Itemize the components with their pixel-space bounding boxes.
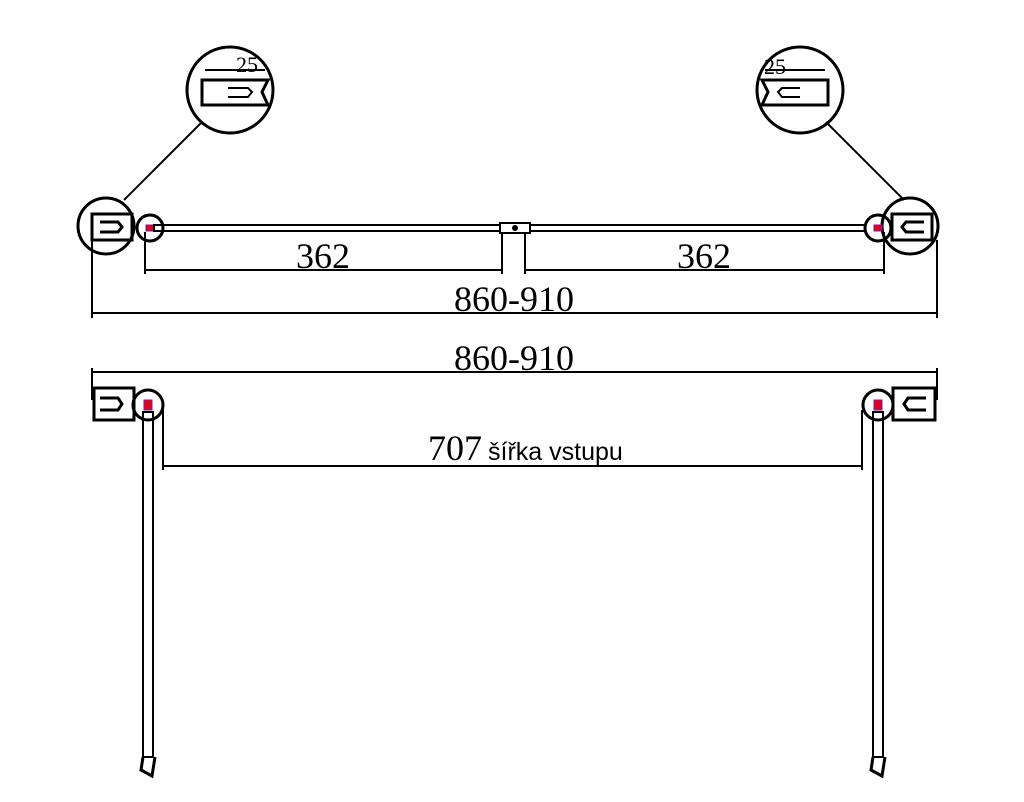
- wall-bracket-left-open: [92, 386, 136, 422]
- hinge-right-open: [861, 388, 895, 422]
- panel-right-width: 362: [677, 236, 731, 276]
- bottom-total-width: 860-910: [454, 338, 574, 378]
- hinge-left: [135, 213, 165, 243]
- detail-right: 25: [755, 45, 905, 201]
- panel-left-width: 362: [296, 236, 350, 276]
- entry-width-value: 707: [428, 428, 482, 468]
- detail-left-label: 25: [236, 52, 258, 77]
- center-joint: [499, 222, 531, 234]
- detail-left: 25: [123, 45, 275, 201]
- detail-right-label: 25: [764, 54, 786, 79]
- entry-width-label: šířka vstupu: [488, 438, 623, 466]
- wall-bracket-left: [76, 196, 136, 256]
- glass-panel-right: [529, 224, 866, 232]
- hinge-left-open: [131, 388, 165, 422]
- top-view: 25 25 362 362: [76, 45, 940, 319]
- top-total-width: 860-910: [454, 279, 574, 319]
- wall-bracket-right-open: [891, 386, 937, 422]
- bottom-view: 860-910 707 šířka vstupu: [91, 338, 938, 779]
- door-panel-right: [872, 411, 884, 758]
- glass-panel-left: [153, 224, 501, 232]
- door-panel-left: [142, 411, 154, 758]
